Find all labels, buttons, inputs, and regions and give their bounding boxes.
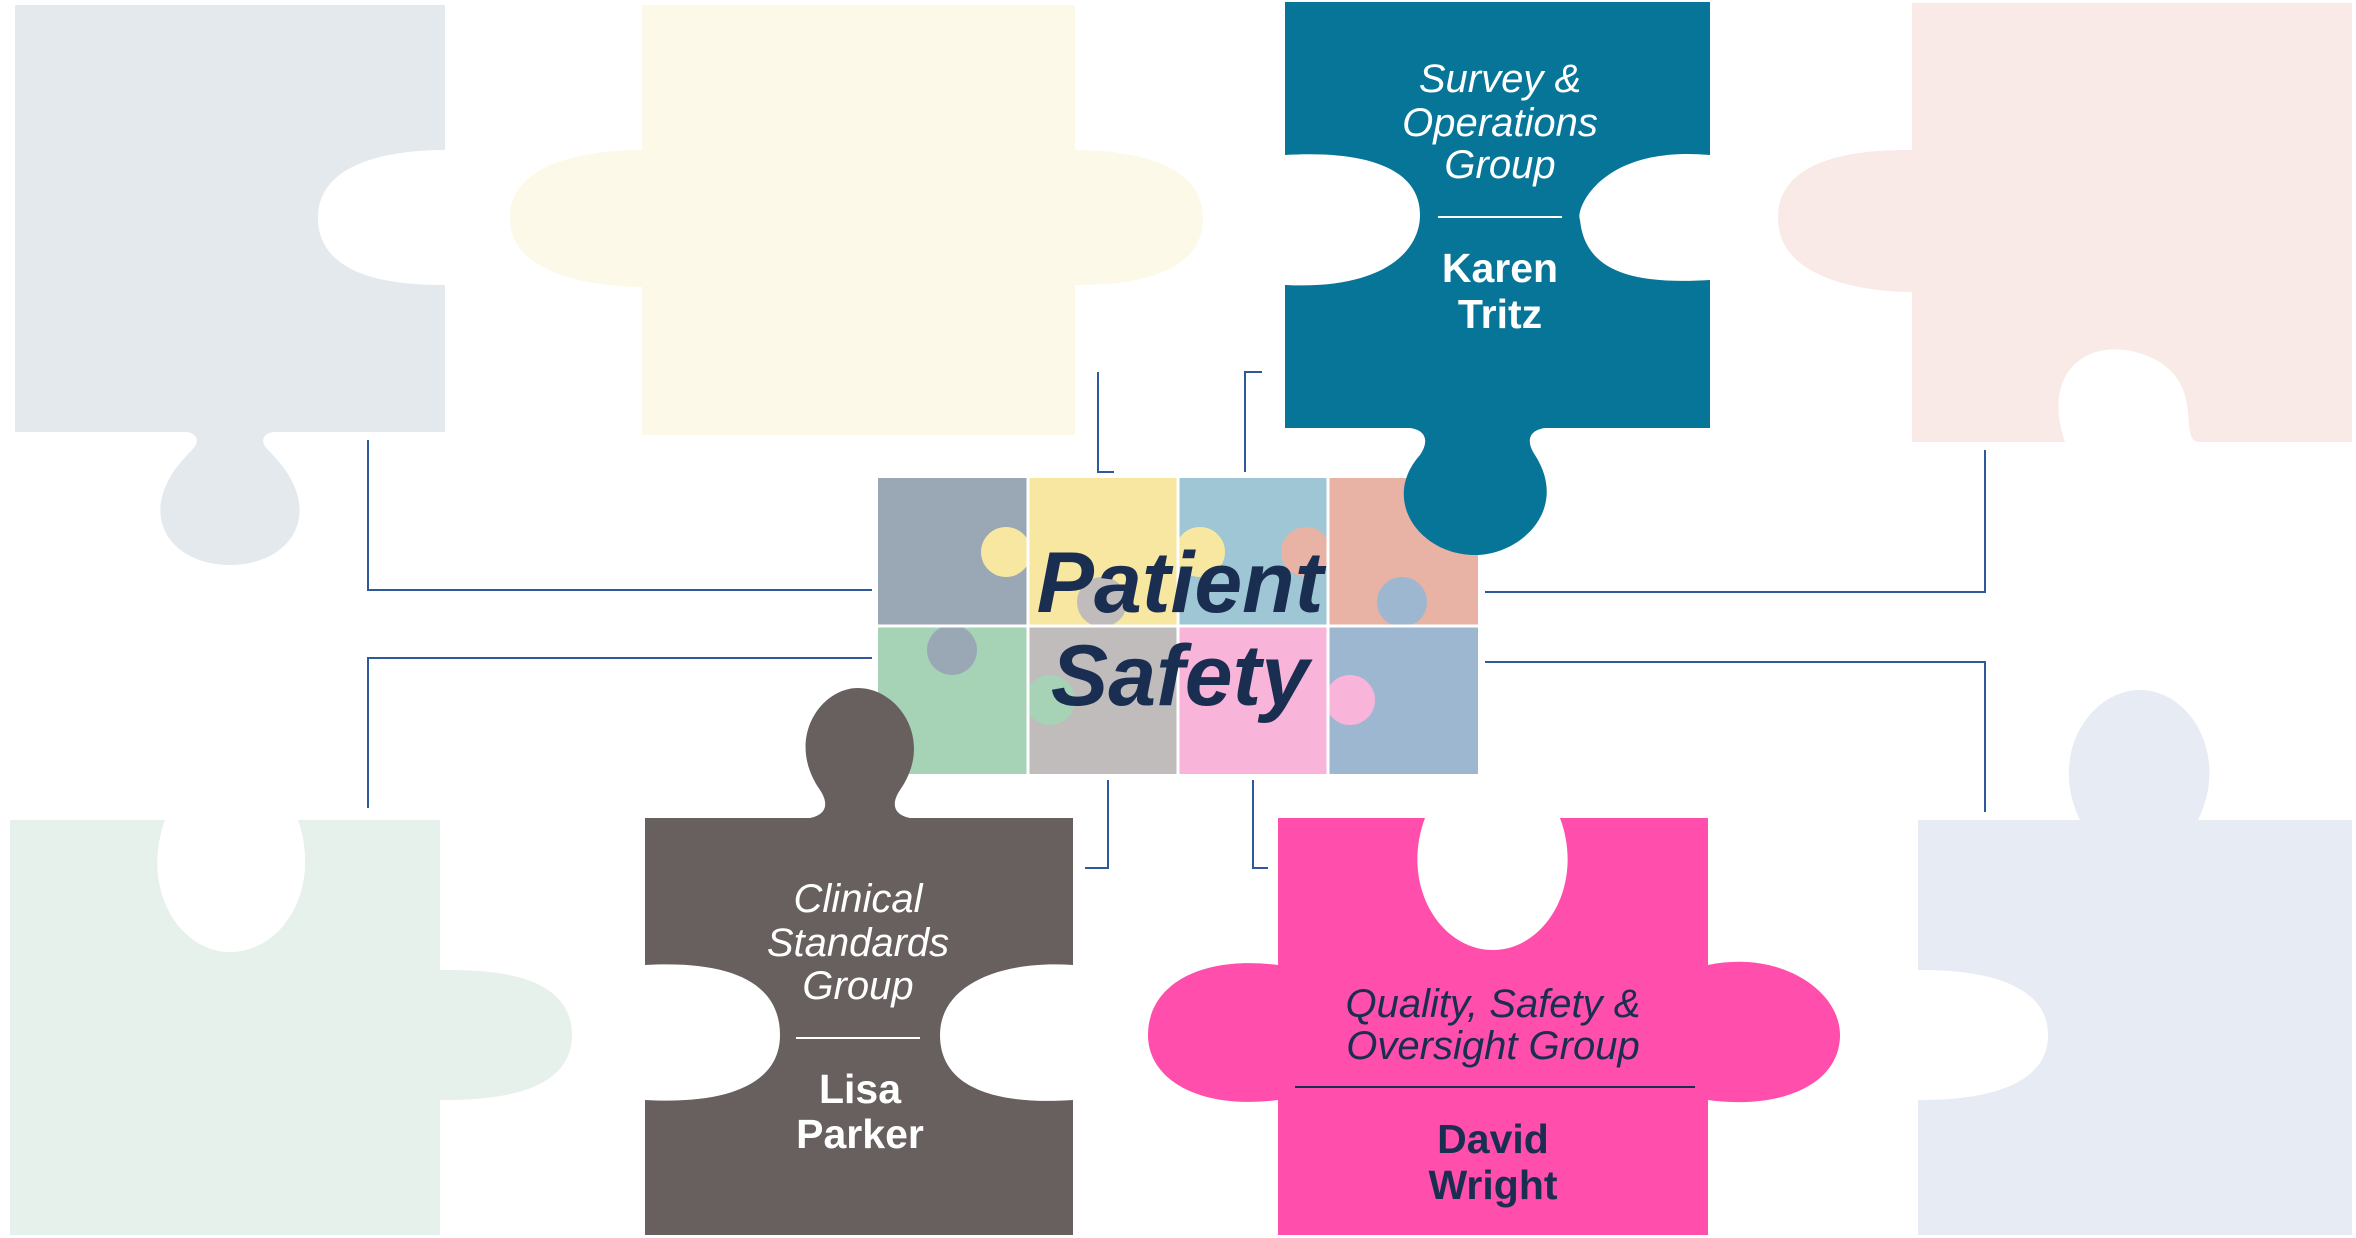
center-tile-knob <box>927 625 977 675</box>
center-title-line1: Patient <box>1037 535 1327 631</box>
faded-piece-top-right <box>1778 3 2352 442</box>
center-title-line2: Safety <box>1051 628 1313 724</box>
faded-piece-top-second <box>510 5 1203 435</box>
connector-lines <box>367 371 1986 869</box>
clinical-group-name-line2: Standards <box>767 921 949 965</box>
center-tile-knob <box>1325 675 1375 725</box>
clinical-group-name-line1: Clinical <box>794 877 924 921</box>
survey-group-name-line3: Group <box>1444 143 1555 187</box>
clinical-person-line1: Lisa <box>819 1066 902 1112</box>
faded-piece-bottom-left <box>10 820 572 1235</box>
center-puzzle: Patient Safety <box>878 478 1478 774</box>
connector-line <box>1244 371 1262 472</box>
survey-group-name-line1: Survey & <box>1419 57 1581 101</box>
center-tile-knob <box>1281 527 1331 577</box>
quality-safety-piece: Quality, Safety & Oversight Group David … <box>1148 818 1840 1235</box>
connector-line <box>1097 372 1114 473</box>
quality-safety-piece-shape <box>1148 818 1840 1235</box>
survey-person-line2: Tritz <box>1458 291 1542 337</box>
faded-piece-bottom-right <box>1918 690 2352 1235</box>
quality-person-line1: David <box>1437 1116 1549 1162</box>
quality-person-line2: Wright <box>1428 1162 1557 1208</box>
center-tile-knob <box>1175 527 1225 577</box>
faded-piece-top-left <box>15 5 445 565</box>
center-tile-knob <box>981 527 1031 577</box>
clinical-person-line2: Parker <box>796 1111 924 1157</box>
connector-line <box>367 440 872 591</box>
connector-line <box>1252 780 1268 869</box>
survey-person-line1: Karen <box>1442 245 1558 291</box>
center-tile-knob <box>1377 577 1427 627</box>
center-tile-knob <box>1025 675 1075 725</box>
connector-line <box>367 657 872 808</box>
center-tile <box>1178 626 1328 774</box>
clinical-standards-piece-shape <box>645 688 1073 1235</box>
survey-operations-piece: Survey & Operations Group Karen Tritz <box>1285 2 1710 555</box>
clinical-group-name-line3: Group <box>802 964 913 1008</box>
survey-group-name-line2: Operations <box>1402 101 1598 145</box>
clinical-standards-piece: Clinical Standards Group Lisa Parker <box>645 688 1073 1235</box>
connector-line <box>1485 450 1986 593</box>
quality-group-name-line2: Oversight Group <box>1346 1024 1639 1068</box>
connector-line <box>1485 661 1986 812</box>
survey-operations-piece-shape <box>1285 2 1710 555</box>
connector-line <box>1085 780 1109 869</box>
quality-group-name-line1: Quality, Safety & <box>1346 982 1641 1026</box>
center-tile-knob <box>1077 577 1127 627</box>
